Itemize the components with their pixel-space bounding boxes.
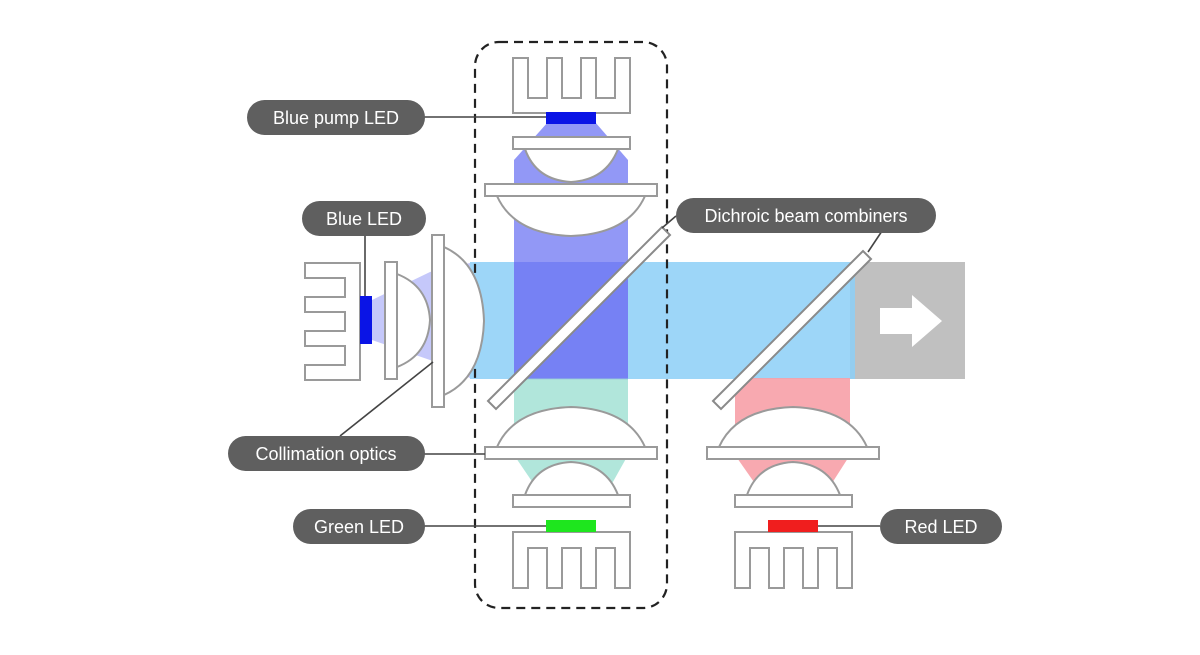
blue-pump-led-chip [546,112,596,124]
green-large-lens [495,405,647,448]
heatsink-top [512,57,631,114]
blue-large-lens [443,245,486,397]
top-large-lens [495,195,647,238]
blue-led-chip [360,296,372,344]
heatsink-green [512,531,631,589]
red-led-chip [768,520,818,532]
callout-label: Collimation optics [255,444,396,464]
red-large-lens [717,405,869,448]
leader-collimation-2 [339,361,434,437]
callout-dichroic: Dichroic beam combiners [676,198,936,233]
top-small-lens [523,148,620,184]
callout-blue-pump-led: Blue pump LED [247,100,425,135]
dichroic-mirrors [486,225,873,411]
top-small-plate [512,136,631,150]
heatsink-blue [304,262,361,381]
blue-small-lens [396,272,432,369]
heatsink-red [734,531,853,589]
green-small-plate [512,494,631,508]
leader-lines [339,116,883,527]
green-led-chip [546,520,596,532]
blue-small-plate [384,261,398,380]
dichroic-mirror-1 [486,225,672,411]
red-small-plate [734,494,853,508]
callout-label: Dichroic beam combiners [704,206,907,226]
dichroic-mirror-2 [711,249,873,411]
callout-collimation: Collimation optics [228,436,425,471]
green-large-plate [484,446,658,460]
arrow-right-icon [880,295,942,347]
red-small-lens [745,460,842,496]
callout-green-led: Green LED [293,509,425,544]
callout-label: Green LED [314,517,404,537]
callout-blue-led: Blue LED [302,201,426,236]
callout-red-led: Red LED [880,509,1002,544]
leader-dichroic-2 [867,230,883,253]
callout-label: Blue LED [326,209,402,229]
red-large-plate [706,446,880,460]
callout-label: Red LED [904,517,977,537]
leader-dichroic [661,215,677,229]
green-small-lens [523,460,620,496]
heat-sinks [304,57,853,589]
lenses [384,136,880,508]
callout-label: Blue pump LED [273,108,399,128]
blue-large-plate [431,234,445,408]
top-large-plate [484,183,658,197]
